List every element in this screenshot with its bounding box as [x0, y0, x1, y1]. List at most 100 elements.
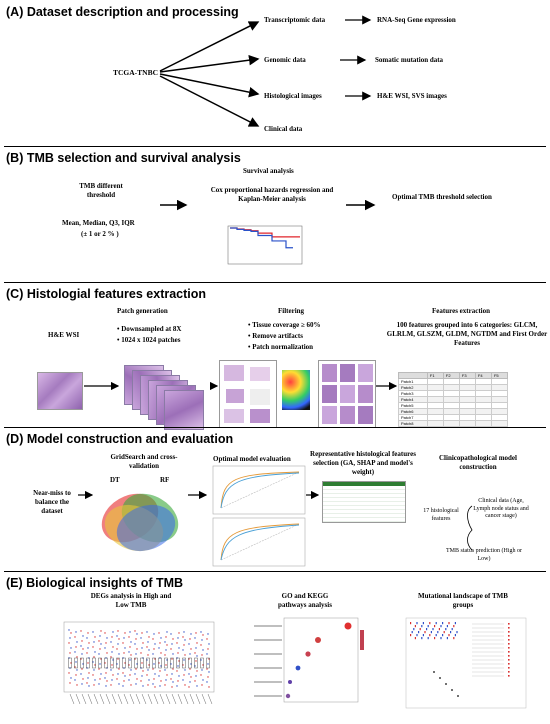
- degs-point: [123, 637, 125, 639]
- degs-box: [206, 657, 210, 669]
- degs-box: [134, 657, 138, 669]
- degs-point: [87, 632, 89, 634]
- table-cell: [442, 420, 460, 427]
- degs-point: [93, 656, 95, 658]
- spreadsheet-thumbnail: [322, 481, 406, 523]
- degs-point: [104, 677, 106, 679]
- degs-point: [123, 680, 125, 682]
- tmb-threshold-title: TMB different threshold: [79, 182, 123, 199]
- mut-marker: [508, 627, 510, 629]
- degs-point: [142, 642, 144, 644]
- km-survival-plot: [227, 225, 303, 265]
- degs-point: [146, 674, 148, 676]
- mut-cell: [410, 622, 412, 625]
- degs-point: [123, 652, 125, 654]
- mut-cell: [416, 622, 418, 625]
- table-row: Patch1: [398, 378, 509, 385]
- degs-point: [176, 685, 178, 687]
- degs-point: [99, 648, 101, 650]
- wsi-label: H&E WSI: [48, 331, 80, 339]
- normalization-swatch: [282, 370, 310, 410]
- degs-box: [128, 657, 132, 669]
- degs-point: [68, 672, 70, 674]
- brace-clinico: [467, 505, 473, 551]
- degs-point: [160, 680, 162, 682]
- km-series-2: [230, 227, 293, 249]
- degs-point: [184, 684, 186, 686]
- degs-point: [189, 653, 191, 655]
- degs-point: [171, 686, 173, 688]
- degs-point: [94, 636, 96, 638]
- go-dot: [295, 665, 301, 671]
- degs-point: [152, 683, 154, 685]
- degs-point: [80, 645, 82, 647]
- degs-point: [142, 670, 144, 672]
- degs-frame: [63, 621, 215, 693]
- mut-marker: [508, 639, 510, 641]
- venn-dt: DT: [110, 476, 120, 484]
- degs-point: [200, 674, 202, 676]
- degs-point: [134, 643, 136, 645]
- tmb-result: Optimal TMB threshold selection: [392, 193, 492, 201]
- degs-point: [159, 685, 161, 687]
- degs-point: [81, 653, 83, 655]
- table-cell: [490, 420, 509, 427]
- mut-marker: [508, 635, 510, 637]
- degs-tick: [195, 693, 201, 705]
- degs-point: [116, 648, 118, 650]
- degs-point: [112, 674, 114, 676]
- degs-point: [93, 641, 95, 643]
- degs-point: [128, 636, 130, 638]
- degs-point: [105, 642, 107, 644]
- degs-point: [164, 669, 166, 671]
- branch-transcriptomic: Transcriptomic data: [264, 16, 326, 24]
- degs-tick: [147, 693, 153, 705]
- degs-point: [134, 630, 136, 632]
- degs-point: [124, 647, 126, 649]
- mut-marker: [508, 659, 510, 661]
- roc-plot-1: [212, 465, 306, 515]
- degs-point: [136, 633, 138, 635]
- section-e-header: (E) Biological insights of TMB: [6, 576, 184, 590]
- degs-point: [200, 631, 202, 633]
- degs-point: [172, 681, 174, 683]
- degs-point: [117, 643, 119, 645]
- degs-point: [136, 678, 138, 680]
- go-kegg-dotplot: [254, 617, 364, 703]
- degs-box: [194, 657, 198, 669]
- mut-cell: [422, 634, 424, 637]
- degs-point: [98, 668, 100, 670]
- mut-title: Mutational landscape of TMB groups: [418, 592, 508, 609]
- degs-point: [82, 678, 84, 680]
- degs-tick: [87, 693, 93, 705]
- degs-point: [100, 673, 102, 675]
- degs-point: [183, 659, 185, 661]
- filter-title: Filtering: [278, 307, 305, 315]
- mut-cell: [438, 628, 440, 631]
- degs-point: [201, 669, 203, 671]
- degs-point: [118, 683, 120, 685]
- degs-point: [172, 638, 174, 640]
- degs-point: [98, 640, 100, 642]
- patch-bullet-1: • Downsampled at 8X: [117, 325, 182, 333]
- degs-point: [70, 647, 72, 649]
- degs-point: [104, 632, 106, 634]
- degs-point: [194, 680, 196, 682]
- degs-point: [88, 672, 90, 674]
- degs-point: [200, 644, 202, 646]
- divider-d: [4, 571, 546, 572]
- degs-point: [130, 654, 132, 656]
- degs-point: [172, 653, 174, 655]
- mut-scatter-point: [445, 683, 447, 685]
- degs-point: [129, 631, 131, 633]
- degs-point: [111, 679, 113, 681]
- venn-ellipse-4: [116, 504, 176, 552]
- arrow-transcriptomic: [159, 21, 260, 72]
- table-row: Patch3: [398, 390, 509, 397]
- mut-cell: [416, 634, 418, 637]
- degs-point: [176, 670, 178, 672]
- degs-point: [196, 642, 198, 644]
- degs-point: [111, 636, 113, 638]
- degs-point: [69, 682, 71, 684]
- mut-cell: [424, 631, 426, 634]
